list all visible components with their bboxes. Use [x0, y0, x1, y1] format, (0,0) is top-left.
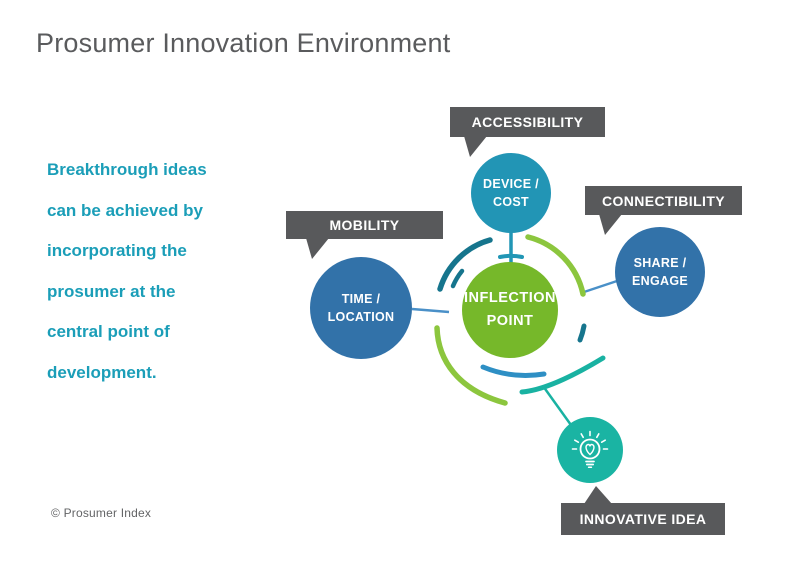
arc-teal-bottomright: [519, 355, 606, 395]
intro-line: prosumer at the: [47, 281, 176, 301]
node-share-engage-line1: SHARE /: [633, 255, 687, 270]
connector-left: [411, 307, 450, 314]
arc-green-topright: [525, 234, 586, 297]
intro-line: can be achieved by: [47, 200, 203, 220]
bubble-tail: [599, 214, 622, 235]
node-share-engage-line2: ENGAGE: [632, 274, 688, 288]
node-time-location-line1: TIME /: [341, 291, 381, 306]
node-device-cost-line2: COST: [493, 195, 529, 209]
node-inflection-point-line2: POINT: [486, 313, 534, 329]
node-device-cost-line1: DEVICE /: [483, 176, 539, 191]
label-accessibility-text: ACCESSIBILITY: [471, 114, 584, 130]
intro-line: incorporating the: [47, 241, 187, 260]
intro-line: development.: [47, 362, 157, 382]
connector-idea: [541, 385, 573, 426]
arc-dark-teal-dash: [450, 268, 465, 289]
arc-green-bottomleft: [434, 325, 508, 406]
arc-dark-teal-comma-right: [577, 323, 587, 343]
copyright-text: © Prosumer Index: [51, 506, 152, 520]
intro-line: Breakthrough ideas: [47, 160, 207, 179]
connector-right: [583, 278, 621, 294]
node-device-cost: DEVICE / COST: [471, 153, 551, 233]
bubble-tail: [584, 486, 612, 504]
label-connectibility: CONNECTIBILITY: [585, 186, 742, 235]
label-connectibility-text: CONNECTIBILITY: [601, 192, 726, 209]
node-time-location-line2: LOCATION: [327, 310, 395, 324]
lightbulb-heart-icon: [571, 430, 609, 468]
arc-dark-teal-topleft: [437, 237, 493, 292]
intro-paragraph: Breakthrough ideas can be achieved by in…: [47, 150, 257, 393]
label-mobility-text: MOBILITY: [329, 217, 400, 233]
node-share-engage: SHARE / ENGAGE: [615, 227, 705, 317]
node-innovative-idea: [557, 417, 623, 483]
bubble-tail: [306, 238, 329, 259]
node-time-location: TIME / LOCATION: [310, 257, 412, 359]
label-mobility: MOBILITY: [286, 211, 443, 259]
page-title: Prosumer Innovation Environment: [36, 28, 451, 58]
arc-blue-bottom: [480, 364, 547, 378]
intro-line: central point of: [47, 322, 170, 341]
label-innovative-idea-text: INNOVATIVE IDEA: [579, 511, 707, 527]
label-innovative-idea: INNOVATIVE IDEA: [561, 486, 725, 535]
node-inflection-point: INFLECTION POINT: [462, 262, 558, 358]
label-accessibility: ACCESSIBILITY: [450, 107, 605, 157]
bubble-tail: [464, 136, 487, 157]
arc-teal-dash-top: [498, 253, 524, 259]
node-inflection-point-line1: INFLECTION: [464, 289, 556, 306]
